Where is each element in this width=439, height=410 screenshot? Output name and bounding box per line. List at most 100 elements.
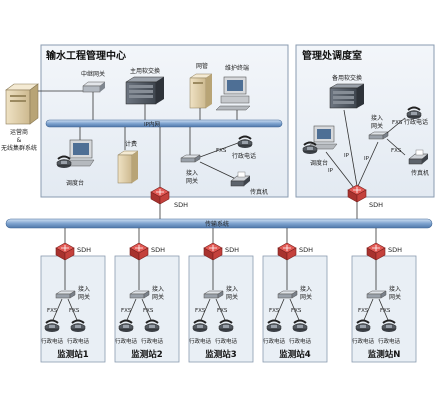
center-fxs-link-2: [199, 161, 239, 181]
station-admin-phone-label: 行政电话: [141, 337, 164, 345]
dispatch-access-gateway-icon: [368, 131, 389, 140]
station-access-gateway-icon: [277, 290, 298, 299]
station-admin-phone-label: 行政电话: [67, 337, 90, 345]
dispatch-gateway-label-2: 网关: [371, 122, 383, 130]
station-fxs-link: [52, 298, 63, 321]
station-fxs-label: FXS: [121, 308, 132, 314]
station-access-gateway-icon: [129, 290, 150, 299]
billing-label: 计费: [125, 140, 137, 148]
dispatch-ip-label-3: IP: [328, 168, 334, 174]
station-panel: [114, 255, 180, 363]
operator-label-2: &: [17, 137, 22, 144]
station-sdh-label: SDH: [299, 246, 313, 254]
station-sdh-label: SDH: [77, 246, 91, 254]
station-fxs-label: FXS: [143, 308, 154, 314]
ip-intranet-bus: [45, 119, 283, 128]
billing-server-icon: [117, 150, 139, 184]
dispatch-fxs-label-2: FXS: [391, 148, 402, 154]
transport-system-bus: [5, 218, 433, 229]
station-panel: [351, 255, 417, 363]
station-panel: [262, 255, 328, 363]
station-fxs-link: [378, 298, 389, 321]
operator-label-3: 无线集群系统: [1, 144, 37, 152]
station-admin-phone-label: 行政电话: [263, 337, 286, 345]
station-sdh-label: SDH: [388, 246, 402, 254]
station-name: 监测站3: [205, 349, 237, 360]
station-admin-phone-label: 行政电话: [378, 337, 401, 345]
station-fxs-label: FXS: [380, 308, 391, 314]
center-fxs-label: FXS: [216, 148, 227, 154]
station-fxs-label: FXS: [291, 308, 302, 314]
station-name: 监测站2: [131, 349, 163, 360]
station-fxs-label: FXS: [269, 308, 280, 314]
dispatch-sdh-label: SDH: [369, 201, 383, 209]
station-access-gateway-icon: [203, 290, 224, 299]
station-fxs-link: [67, 298, 78, 321]
dispatch-fax-label: 传真机: [411, 169, 429, 177]
transport-system-label: 传输系统: [205, 220, 229, 228]
ip-intranet-label: IP内网: [144, 120, 160, 128]
station-fxs-label: FXS: [358, 308, 369, 314]
station-gateway-label-2: 网关: [226, 293, 238, 301]
dispatch-fxs-link-1: [386, 117, 406, 134]
station-fxs-label: FXS: [217, 308, 228, 314]
station-fxs-link: [215, 298, 226, 321]
dispatch-fxs-label-1: FXS: [392, 120, 403, 126]
station-access-gateway-icon: [55, 290, 76, 299]
center-panel-title: 输水工程管理中心: [46, 49, 126, 62]
maintenance-terminal-icon: [215, 76, 251, 111]
operator-server-icon: [5, 83, 39, 125]
station-admin-phone-label: 行政电话: [41, 337, 64, 345]
station-fxs-label: FXS: [47, 308, 58, 314]
dispatch-ip-label-1: IP: [344, 153, 350, 159]
dispatch-fxs-link-2: [386, 138, 406, 156]
station-sdh-label: SDH: [225, 246, 239, 254]
center-fax-label: 传真机: [250, 188, 268, 196]
center-console-icon: [61, 139, 95, 167]
main-softswitch-icon: [125, 76, 165, 105]
center-gateway-label-2: 网关: [186, 177, 198, 185]
dispatch-ip-label-2: IP: [364, 156, 370, 162]
station-gateway-label-1: 接入: [226, 285, 238, 293]
station-admin-phone-label: 行政电话: [352, 337, 375, 345]
station-fxs-link: [141, 298, 152, 321]
dispatch-admin-phone-label: 行政电话: [404, 118, 428, 126]
backup-softswitch-icon: [329, 83, 365, 109]
nms-label: 网管: [196, 62, 208, 70]
center-sdh-label: SDH: [174, 201, 188, 209]
station-access-gateway-icon: [366, 290, 387, 299]
station-admin-phone-label: 行政电话: [215, 337, 238, 345]
center-gateway-label-1: 接入: [186, 169, 198, 177]
dispatch-panel-title: 管理处调度室: [302, 49, 362, 62]
station-panel: [188, 255, 254, 363]
station-gateway-label-2: 网关: [152, 293, 164, 301]
station-gateway-label-2: 网关: [300, 293, 312, 301]
station-fxs-label: FXS: [69, 308, 80, 314]
station-gateway-label-1: 接入: [78, 285, 90, 293]
station-name: 监测站4: [279, 349, 311, 360]
dispatch-ip-link-softswitch: [343, 109, 358, 187]
station-admin-phone-label: 行政电话: [289, 337, 312, 345]
station-gateway-label-1: 接入: [389, 285, 401, 293]
station-fxs-link: [363, 298, 374, 321]
station-gateway-label-1: 接入: [300, 285, 312, 293]
nms-server-icon: [189, 73, 213, 109]
station-panel: [40, 255, 106, 363]
station-admin-phone-label: 行政电话: [189, 337, 212, 345]
center-access-gateway-icon: [180, 154, 201, 163]
station-gateway-label-2: 网关: [78, 293, 90, 301]
station-gateway-label-2: 网关: [389, 293, 401, 301]
station-fxs-link: [274, 298, 285, 321]
dispatch-ip-link-console: [325, 151, 355, 189]
dispatch-ip-link-gateway: [357, 141, 379, 187]
station-fxs-link: [200, 298, 211, 321]
dispatch-console-label: 调度台: [310, 159, 328, 167]
relay-gateway-icon: [82, 81, 106, 93]
station-fxs-link: [126, 298, 137, 321]
